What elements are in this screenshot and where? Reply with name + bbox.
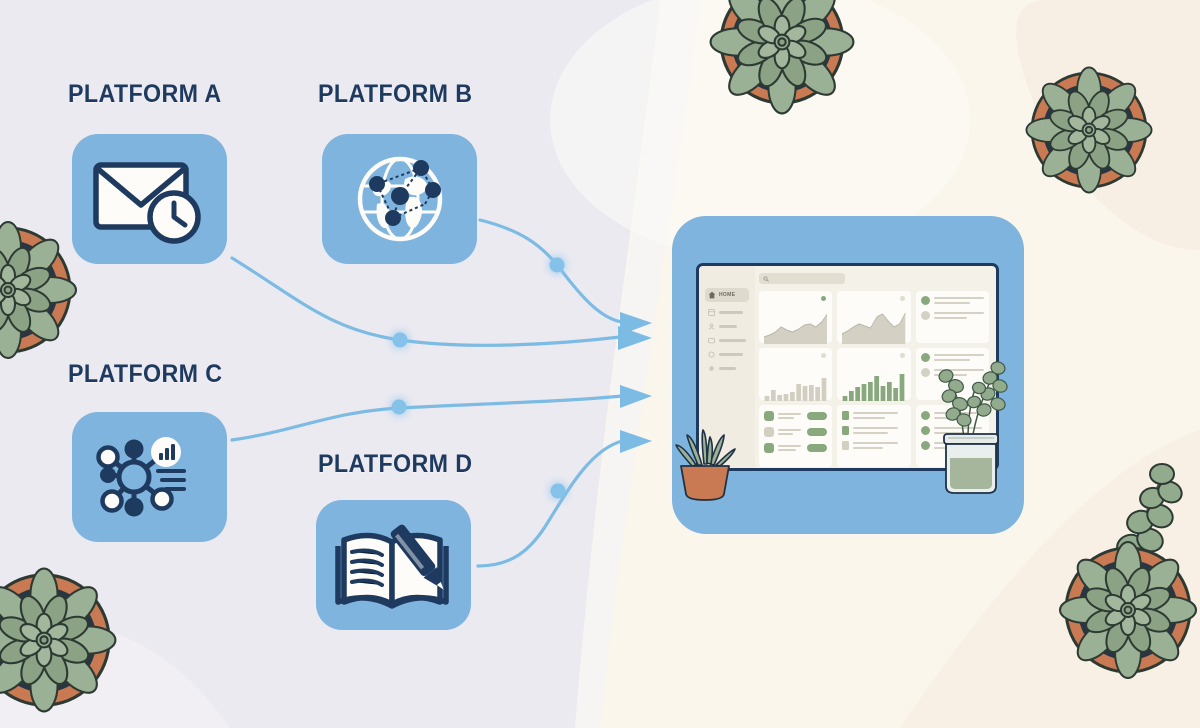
sidebar-item-5-bar: [719, 367, 736, 370]
trend-card-1[interactable]: [759, 291, 833, 344]
dashboard-screen: HOME: [696, 263, 999, 471]
area-chart-2: [842, 312, 906, 344]
grid-icon: [708, 309, 715, 316]
avatar: [920, 296, 930, 305]
platform-b-label: PLATFORM B: [318, 80, 473, 108]
sidebar-item-5[interactable]: [705, 365, 749, 372]
card-status-dot: [899, 353, 905, 358]
sidebar-item-2-bar: [719, 325, 737, 328]
bar-chart-1: [764, 378, 827, 401]
list-item[interactable]: [920, 411, 984, 420]
file-row[interactable]: [842, 411, 905, 420]
list-item[interactable]: [920, 353, 984, 362]
people-card-1[interactable]: [915, 291, 989, 343]
text-lines: [933, 297, 984, 304]
avatar: [920, 411, 930, 420]
table-card[interactable]: [759, 405, 833, 467]
file-row[interactable]: [842, 441, 905, 450]
card-status-dot: [899, 296, 905, 301]
search-icon: [763, 275, 769, 282]
text-lines: [778, 444, 803, 452]
text-lines: [853, 442, 905, 449]
trend-card-2[interactable]: [837, 291, 911, 344]
dashboard-sidebar: HOME: [699, 266, 755, 468]
row-marker: [764, 411, 774, 421]
text-lines: [933, 354, 984, 361]
platform-c-label: PLATFORM C: [68, 360, 223, 388]
status-badge: [807, 444, 828, 452]
file-icon: [842, 411, 850, 420]
bars-card-1[interactable]: [759, 348, 833, 401]
platform-a-label: PLATFORM A: [68, 80, 222, 108]
book-pen-icon: [334, 524, 449, 609]
bar-chart-2: [842, 374, 905, 401]
platform-a-tile[interactable]: [72, 134, 227, 264]
status-badge: [807, 412, 828, 420]
card-status-dot: [821, 353, 827, 358]
avatar: [920, 311, 930, 320]
sidebar-item-4[interactable]: [705, 351, 749, 358]
bars-card-2[interactable]: [837, 348, 911, 401]
text-lines: [933, 312, 984, 319]
people-card-2[interactable]: [915, 348, 989, 400]
platform-c-tile[interactable]: [72, 412, 227, 542]
file-row[interactable]: [842, 426, 905, 435]
text-lines: [778, 428, 803, 436]
tablet-device[interactable]: HOME: [672, 216, 1024, 534]
files-card[interactable]: [837, 405, 911, 467]
sidebar-item-3-bar: [719, 339, 746, 342]
avatar: [920, 441, 930, 450]
text-lines: [933, 427, 984, 434]
row-marker: [764, 443, 774, 453]
text-lines: [778, 412, 803, 420]
avatar: [920, 426, 930, 435]
home-icon: [708, 291, 716, 299]
sidebar-home-label: HOME: [719, 292, 736, 298]
list-item[interactable]: [920, 426, 984, 435]
text-lines: [853, 427, 905, 434]
circle-icon: [708, 351, 715, 358]
folder-icon: [708, 338, 715, 344]
text-lines: [853, 412, 905, 419]
list-item[interactable]: [920, 296, 984, 305]
avatar: [920, 353, 930, 362]
text-lines: [933, 369, 984, 376]
table-row[interactable]: [764, 411, 828, 421]
platform-d-label: PLATFORM D: [318, 450, 473, 478]
cards-grid: [759, 291, 989, 467]
sidebar-item-3[interactable]: [705, 337, 749, 344]
network-chart-icon: [95, 437, 186, 517]
sidebar-item-home[interactable]: HOME: [705, 288, 749, 302]
card-status-dot: [821, 296, 827, 301]
bullet-icon: [709, 366, 714, 371]
text-lines: [933, 412, 984, 419]
file-icon: [842, 441, 850, 450]
contacts-card[interactable]: [915, 405, 989, 467]
list-item[interactable]: [920, 441, 984, 450]
sidebar-item-4-bar: [719, 353, 743, 356]
avatar: [920, 368, 930, 377]
sidebar-item-2[interactable]: [705, 323, 749, 330]
table-row[interactable]: [764, 427, 828, 437]
platform-b-tile[interactable]: [322, 134, 477, 264]
status-badge: [807, 428, 828, 436]
file-icon: [842, 426, 850, 435]
sidebar-item-1[interactable]: [705, 309, 749, 316]
search-input[interactable]: [759, 273, 845, 284]
globe-network-icon: [357, 156, 442, 242]
platform-d-tile[interactable]: [316, 500, 471, 630]
text-lines: [933, 442, 984, 449]
area-chart-1: [763, 313, 828, 344]
list-item[interactable]: [920, 311, 984, 320]
envelope-clock-icon: [92, 162, 201, 244]
dashboard-content: [755, 266, 996, 468]
table-row[interactable]: [764, 443, 828, 453]
list-item[interactable]: [920, 368, 984, 377]
sidebar-item-1-bar: [719, 311, 743, 314]
row-marker: [764, 427, 774, 437]
user-icon: [708, 323, 715, 330]
